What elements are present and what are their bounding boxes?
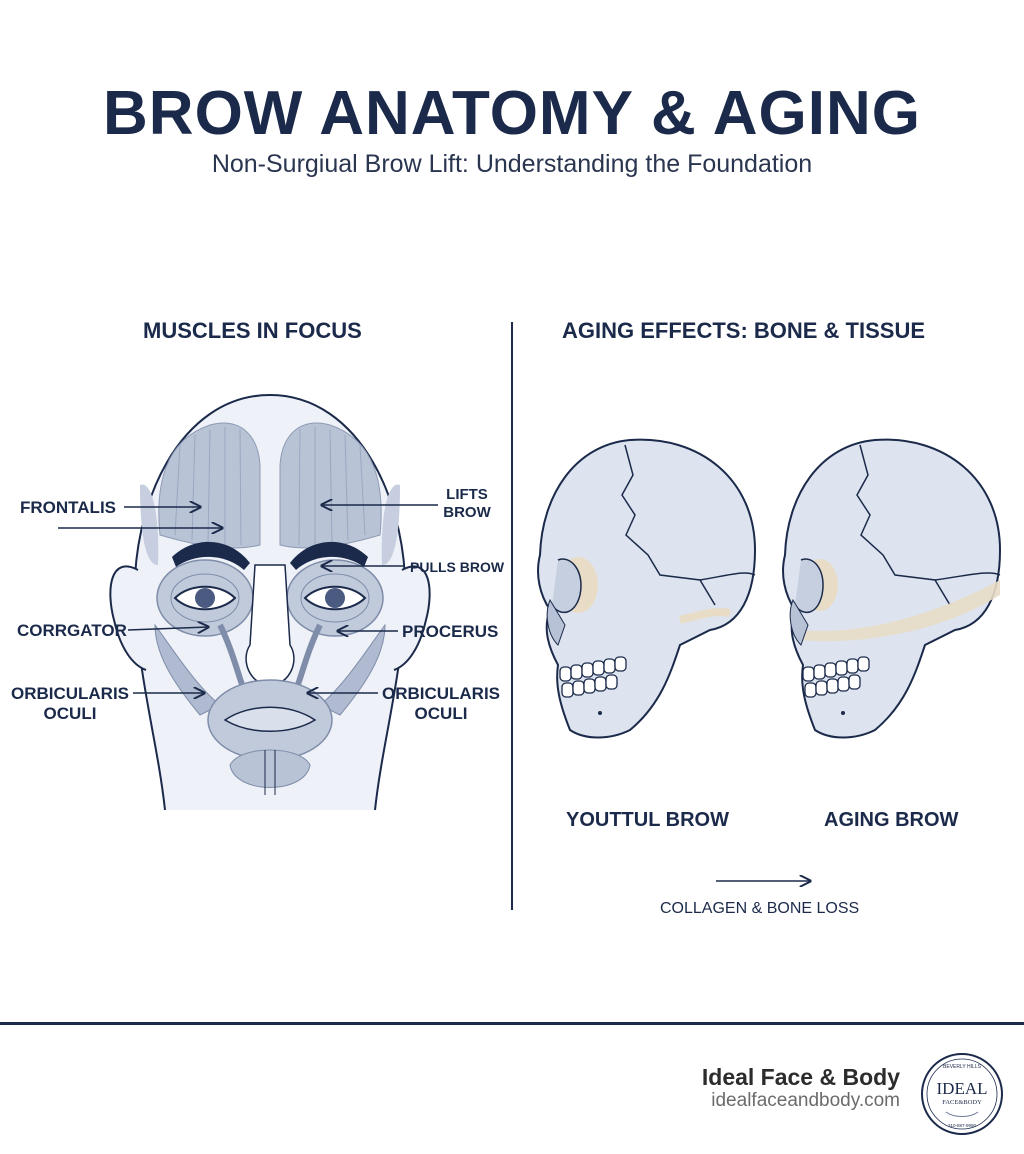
label-orbicularis-right-line1: ORBICULARIS [380, 684, 502, 704]
label-lifts-brow-line1: LIFTS [438, 485, 496, 505]
youthful-skull-illustration [530, 435, 760, 745]
logo-main-text: IDEAL [937, 1079, 988, 1098]
label-corrugator: CORRGATOR [17, 621, 127, 641]
aging-skull-illustration [775, 435, 1005, 745]
logo-top-text: BEVERLY HILLS [943, 1064, 982, 1070]
label-pulls-brow: PULLS BROW [410, 557, 504, 577]
aging-brow-caption: AGING BROW [824, 809, 958, 832]
logo-sub-text: FACE&BODY [942, 1099, 982, 1106]
label-procerus: PROCERUS [402, 622, 498, 642]
label-frontalis: FRONTALIS [20, 498, 116, 518]
label-orbicularis-left-line1: ORBICULARIS [10, 684, 130, 704]
logo-phone-text: 310-887-9990 [948, 1123, 977, 1128]
label-orbicularis-right-line2: OCULI [380, 704, 502, 724]
footer-divider [0, 1022, 1024, 1025]
label-orbicularis-left-line2: OCULI [10, 704, 130, 724]
collagen-bone-loss-label: COLLAGEN & BONE LOSS [660, 900, 859, 918]
brand-name: Ideal Face & Body [702, 1064, 900, 1091]
brand-logo: BEVERLY HILLS IDEAL FACE&BODY 310-887-99… [920, 1052, 1004, 1136]
brand-url[interactable]: idealfaceandbody.com [711, 1090, 900, 1112]
label-lifts-brow-line2: BROW [438, 503, 496, 523]
youthful-brow-caption: YOUTTUL BROW [566, 809, 729, 832]
